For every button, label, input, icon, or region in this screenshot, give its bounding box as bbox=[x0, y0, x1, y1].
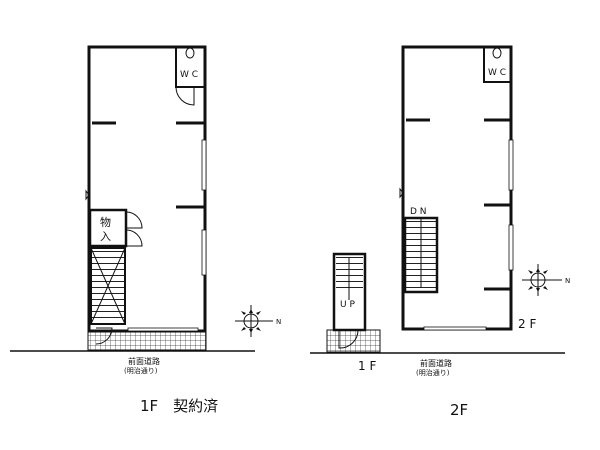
floor-1-label: 1 F bbox=[358, 359, 376, 373]
stair-void-cross bbox=[90, 247, 126, 325]
svg-text:N: N bbox=[276, 318, 281, 326]
wc-room bbox=[483, 46, 512, 83]
toilet-icon bbox=[185, 47, 195, 59]
stair-down-label: D N bbox=[410, 207, 427, 217]
wc-label: W C bbox=[180, 70, 198, 80]
svg-text:N: N bbox=[565, 277, 570, 285]
entry-door bbox=[338, 329, 359, 349]
plan-2f: W C D N 2 F U P 1 F 前面道路 (明治通り) 2F bbox=[310, 45, 565, 419]
compass-icon: N bbox=[522, 264, 570, 296]
storage-label-2: 入 bbox=[100, 230, 111, 243]
window bbox=[201, 139, 207, 191]
stair-up-label: U P bbox=[340, 300, 355, 310]
wc-door bbox=[175, 86, 195, 106]
road-sub-label: (明治通り) bbox=[124, 366, 158, 375]
entrance-marker bbox=[399, 187, 404, 199]
front-window bbox=[127, 327, 199, 332]
window bbox=[508, 224, 514, 271]
entry-door bbox=[95, 327, 113, 345]
plan-caption: 2F bbox=[450, 401, 468, 419]
road-label: 前面道路 bbox=[128, 356, 160, 366]
entrance-marker bbox=[85, 189, 90, 201]
storage-label-1: 物 bbox=[100, 215, 111, 229]
plan-caption: 1F 契約済 bbox=[140, 397, 218, 415]
wc-room bbox=[175, 46, 206, 88]
window bbox=[201, 229, 207, 276]
storage-door bbox=[125, 211, 143, 247]
entrance-tile-area bbox=[87, 329, 207, 351]
window bbox=[508, 139, 514, 191]
road-label: 前面道路 bbox=[420, 358, 452, 368]
front-window bbox=[423, 326, 487, 331]
entrance-tile-area bbox=[326, 329, 381, 353]
compass-icon: N bbox=[235, 305, 281, 337]
road-sub-label: (明治通り) bbox=[416, 368, 450, 377]
toilet-icon bbox=[492, 47, 502, 59]
floor-2-label: 2 F bbox=[518, 317, 536, 331]
plan-1f: W C 物 入 前面道路 (明治通り) 1F 契約済 bbox=[10, 45, 255, 415]
wc-label: W C bbox=[488, 68, 506, 78]
